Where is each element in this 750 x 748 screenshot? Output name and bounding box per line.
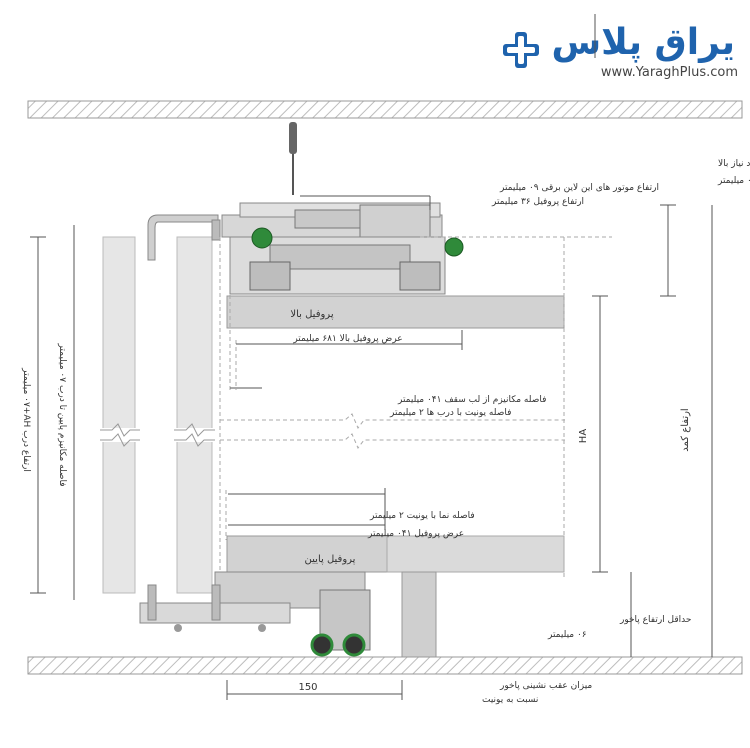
floor-slab: [27, 656, 743, 675]
cabinet-base-shelf: [386, 535, 565, 573]
cabinet-height-label: ارتفاع کمد: [680, 408, 691, 451]
bottom-wheel-left: [310, 633, 334, 657]
unit-door-gap-label: فاصله یونیت با درب ها ۲ میلیمتر: [389, 408, 511, 418]
dimension-150-label: 150: [298, 682, 317, 693]
plinth-min-line2: ۶۰ میلیمتر: [547, 630, 587, 640]
top-roller-left: [251, 227, 273, 249]
top-door-brackets: [147, 214, 221, 261]
top-profile-width-label: عرض پروفیل بالا ۱۸۶ میلیمتر: [292, 334, 402, 344]
setback-line2: نسبت به یونیت: [482, 695, 538, 705]
dimension-lines: [30, 195, 713, 700]
setback-line1: میزان عقب نشینی پاخور: [499, 681, 592, 691]
bottom-profile-width-label: عرض پروفیل ۱۴۰ میلیمتر: [367, 529, 464, 539]
inner-door-panel: [176, 236, 213, 594]
bottom-wheel-right: [342, 633, 366, 657]
ceiling-slab: [27, 100, 743, 119]
min-space-line2: یونیت ۲۶۰ میلیمتر: [717, 176, 750, 186]
brand-url: www.YaraghPlus.com: [601, 65, 738, 80]
screwdriver-handle: [289, 122, 297, 154]
door-height-label: ارتفاع درب HA+۷۰ میلیمتر: [21, 367, 31, 472]
bottom-gap-label: فاصله نما با یونیت ۲ میلیمتر: [369, 511, 475, 521]
outer-door-panel: [102, 236, 136, 594]
ha-label: HA: [578, 429, 589, 444]
door-gap-vertical-label: فاصله مکانیزم پایین تا درب ۷۰ میلیمتر: [57, 342, 67, 486]
top-profile-label: پروفیل بالا: [290, 309, 333, 320]
bottom-profile: [226, 535, 388, 573]
brand-logo: یراق پلاس www.YaraghPlus.com: [503, 14, 738, 80]
min-space-line1: حداقل فضای مورد نیاز بالا: [718, 159, 750, 169]
plinth-min-line1: حداقل ارتفاع پاخور: [619, 615, 691, 625]
dashed-guide-lines: [219, 236, 612, 580]
top-profile: [226, 295, 565, 329]
top-profile-height-label: ارتفاع پروفیل ۶۳ میلیمتر: [491, 197, 584, 207]
bottom-profile-label: پروفیل پایین: [305, 554, 356, 565]
brand-text: یراق پلاس: [552, 22, 736, 63]
plus-icon: [503, 32, 539, 68]
top-roller-right: [444, 237, 464, 257]
top-motor-mechanism: [221, 122, 464, 295]
mech-gap-label: فاصله مکانیزم از لب سقف ۱۴۰ میلیمتر: [397, 395, 546, 405]
bottom-mechanism: [139, 571, 371, 657]
door-panels: [100, 236, 220, 594]
plinth: [401, 571, 437, 658]
motor-height-label: ارتفاع موتور های این لاین برقی ۹۰ میلیمت…: [499, 183, 659, 193]
